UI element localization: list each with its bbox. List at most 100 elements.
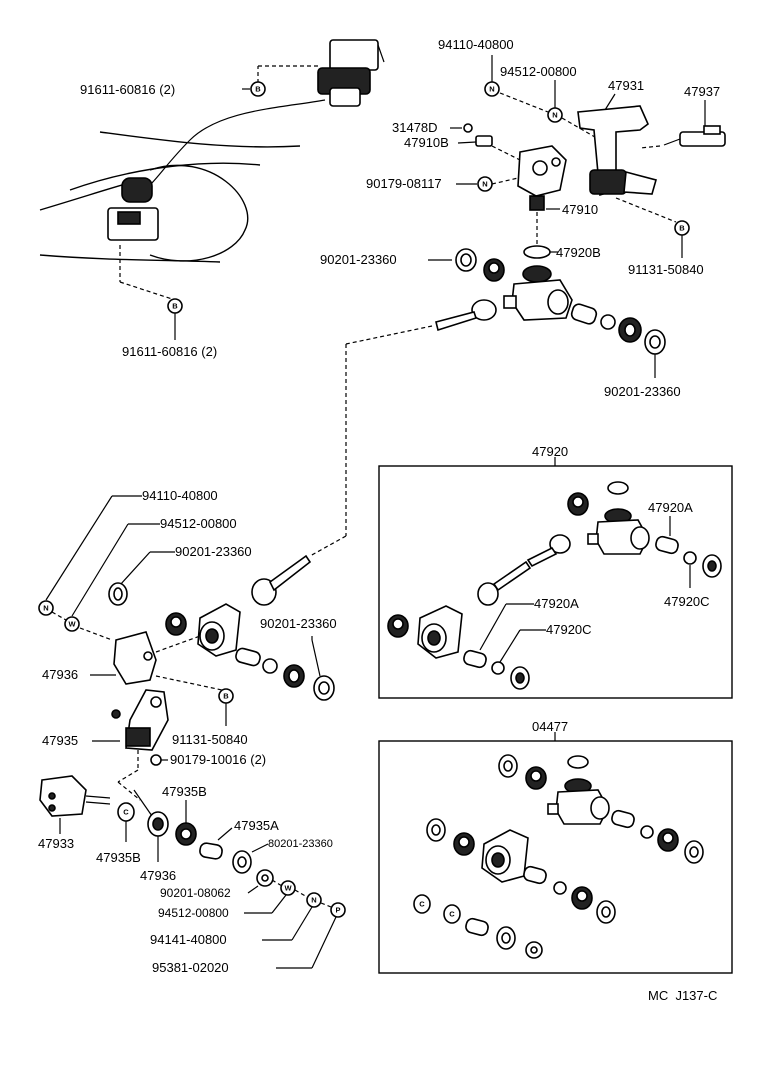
tag-w-letter: W bbox=[284, 884, 292, 893]
height-control-valve bbox=[491, 145, 567, 211]
kit2-oring-hole bbox=[503, 760, 513, 772]
kit-box-04477 bbox=[378, 740, 733, 974]
label-47910B: 47910B bbox=[404, 135, 449, 150]
label-47935B-a: 47935B bbox=[162, 784, 207, 799]
kit2-seal-hole bbox=[530, 946, 538, 954]
tag-n-letter: N bbox=[552, 111, 557, 120]
kit2-seal-mid bbox=[553, 881, 567, 895]
kit2-oring-hole bbox=[689, 846, 699, 858]
kit2-cap-hole bbox=[576, 890, 588, 902]
sensor-cable bbox=[149, 99, 326, 186]
nut-tag-n-top bbox=[484, 81, 500, 97]
bushing-47935B-right bbox=[175, 822, 197, 846]
o-ring-hole bbox=[237, 856, 247, 868]
kit1-pin-right bbox=[655, 535, 679, 555]
tag-b-letter: B bbox=[172, 302, 178, 311]
label-90179-08117: 90179-08117 bbox=[366, 176, 442, 191]
kit2-pin-mid bbox=[523, 865, 547, 885]
kit2-cap-hole bbox=[458, 836, 470, 848]
label-94141: 94141-40800 bbox=[150, 932, 227, 947]
nut-90179-10016 bbox=[150, 754, 162, 766]
label-90179-10016: 90179-10016 (2) bbox=[170, 752, 266, 767]
o-ring-hole bbox=[113, 587, 123, 601]
kit2-seal-right bbox=[640, 825, 654, 839]
label-47910: 47910 bbox=[562, 202, 598, 217]
kit2-oring-hole bbox=[501, 932, 511, 944]
label-90201-c: 90201-23360 bbox=[175, 544, 252, 559]
tag-c-letter: C bbox=[123, 808, 129, 817]
height-control-sensor-upper bbox=[317, 39, 385, 107]
lower-link-rod bbox=[251, 554, 312, 606]
kit2-oring-hole bbox=[601, 906, 611, 918]
tag-n-letter: N bbox=[482, 180, 487, 189]
label-94512-top: 94512-00800 bbox=[500, 64, 577, 79]
label-91131-mid: 91131-50840 bbox=[172, 732, 248, 747]
label-91611-bottom: 91611-60816 (2) bbox=[122, 344, 217, 359]
label-47936-bottom: 47936 bbox=[140, 868, 176, 883]
kit2-cap-hole bbox=[662, 832, 674, 844]
tag-n-letter: N bbox=[489, 85, 494, 94]
label-94512-bottom: 94512-00800 bbox=[158, 906, 229, 920]
kit2-bushing-c1 bbox=[413, 894, 431, 914]
label-80201: 80201-23360 bbox=[268, 838, 333, 850]
label-94110-top: 94110-40800 bbox=[438, 37, 514, 52]
sensor-link-47935 bbox=[111, 689, 169, 751]
valve-bracket bbox=[577, 105, 657, 197]
label-90201-b: 90201-23360 bbox=[604, 384, 681, 399]
kit1-pin-left bbox=[463, 649, 487, 669]
label-94110-mid: 94110-40800 bbox=[142, 488, 218, 503]
kit2-oring-hole bbox=[431, 824, 441, 836]
kit1-tee-joint bbox=[567, 481, 650, 555]
tag-n-letter: N bbox=[311, 896, 316, 905]
label-90201-08062: 90201-08062 bbox=[160, 886, 231, 900]
kit2-cap-hole bbox=[530, 770, 542, 782]
label-90201-d: 90201-23360 bbox=[260, 616, 337, 631]
kit1-cap-hole bbox=[515, 672, 525, 684]
washer-tag-w-bottom bbox=[280, 880, 296, 896]
link-rod bbox=[435, 299, 497, 332]
tag-b-letter: B bbox=[223, 692, 229, 701]
label-47931: 47931 bbox=[608, 78, 644, 93]
fittings-right-chain bbox=[570, 303, 666, 355]
label-47937: 47937 bbox=[684, 84, 720, 99]
o-ring-hole bbox=[460, 253, 472, 267]
washer-tag-w-top bbox=[547, 107, 563, 123]
kit2-boot bbox=[481, 829, 529, 883]
kit1-seal-right bbox=[683, 551, 697, 565]
tee-joint-upper bbox=[503, 265, 573, 321]
bolt-tag-b-top bbox=[250, 81, 266, 97]
seal-hole bbox=[261, 874, 269, 882]
label-47920A-left: 47920A bbox=[534, 596, 579, 611]
kit-47920-title: 47920 bbox=[532, 444, 568, 459]
kit2-tee-joint bbox=[547, 755, 610, 825]
label-47935B-b: 47935B bbox=[96, 850, 141, 865]
pin-47935A bbox=[199, 842, 223, 860]
tag-c-letter: C bbox=[449, 910, 455, 919]
valve-link-47910B bbox=[475, 135, 493, 147]
cap-upper-left bbox=[483, 258, 505, 282]
label-94512-mid: 94512-00800 bbox=[160, 516, 237, 531]
nut-tag-n-mid bbox=[38, 600, 54, 616]
kit2-pin-bottom bbox=[465, 917, 489, 937]
arm-47936-bottom bbox=[133, 789, 169, 837]
label-31478D: 31478D bbox=[392, 120, 438, 135]
label-47920C-left: 47920C bbox=[546, 622, 592, 637]
kit1-cap-hole bbox=[707, 560, 717, 572]
bracket-bolt-47937 bbox=[663, 125, 726, 147]
kit1-rod bbox=[477, 534, 571, 606]
bracket-47933 bbox=[39, 775, 111, 817]
fittings-lower-chain bbox=[235, 647, 335, 701]
label-90201-a: 90201-23360 bbox=[320, 252, 397, 267]
tag-c-letter: C bbox=[419, 900, 425, 909]
label-91131-top: 91131-50840 bbox=[628, 262, 704, 277]
label-47936-top: 47936 bbox=[42, 667, 78, 682]
kit2-bushing-c2 bbox=[443, 904, 461, 924]
height-control-sensor-lower bbox=[107, 177, 159, 241]
label-47920B: 47920B bbox=[556, 245, 601, 260]
label-47920C-right: 47920C bbox=[664, 594, 710, 609]
kit1-boot bbox=[387, 605, 463, 659]
kit1-seal-left bbox=[491, 661, 505, 675]
label-91611-top: 91611-60816 (2) bbox=[80, 82, 175, 97]
kit2-pin-right bbox=[611, 809, 635, 829]
